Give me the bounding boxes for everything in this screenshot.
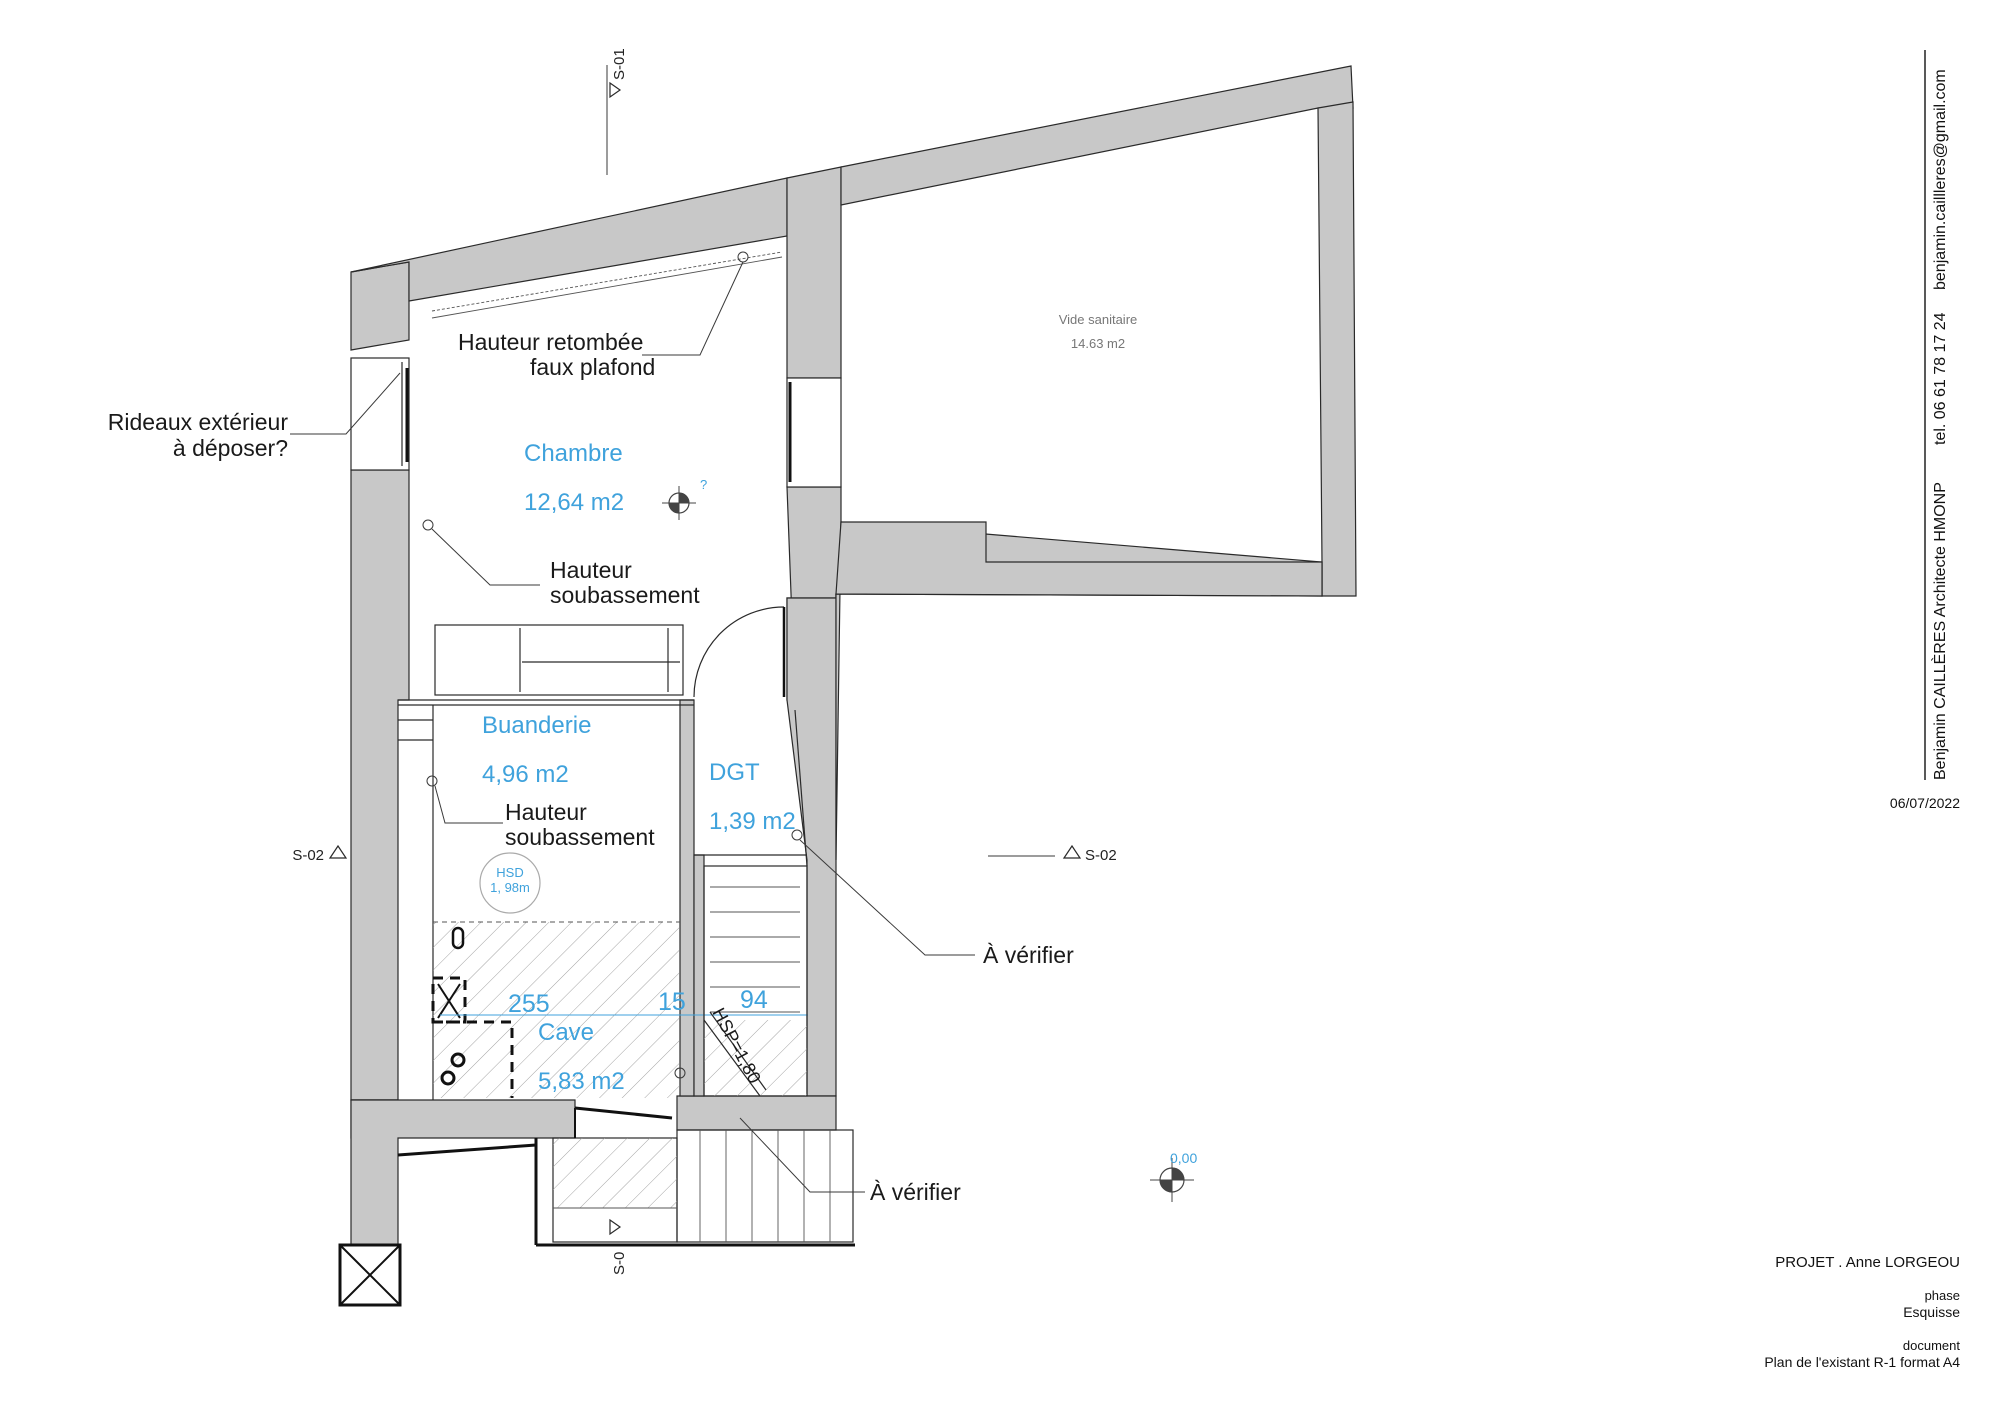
note-rideaux-2: à déposer? (173, 435, 288, 461)
chambre-details (398, 251, 783, 706)
architect-email: benjamin.caillleres@gmail.com (1932, 69, 1949, 290)
window-left (350, 357, 410, 471)
section-s02-right: S-02 (1085, 847, 1117, 864)
buanderie-details (398, 705, 808, 1100)
hsd-value: 1, 98m (490, 880, 530, 895)
boiler-outline (431, 976, 467, 1024)
room-cave-area: 5,83 m2 (538, 1068, 625, 1095)
wall-bottom-cave (350, 1099, 576, 1246)
section-s01-top-icon (609, 81, 622, 99)
wall-top-chambre (350, 177, 788, 302)
phase-label: phase (1925, 1288, 1960, 1303)
note-verifier-1: À vérifier (983, 942, 1074, 968)
note-soubassement-buanderie-1: Hauteur (505, 799, 587, 825)
room-buanderie-area: 4,96 m2 (482, 761, 569, 788)
wardrobe (434, 624, 684, 696)
document-label: document (1903, 1338, 1960, 1353)
dgt-stairs (694, 709, 808, 1097)
note-soubassement-chambre-1: Hauteur (550, 557, 632, 583)
section-s02-right-icon (1062, 844, 1082, 859)
wall-middle-upper (786, 166, 842, 379)
architect-tel: tel. 06 61 78 17 24 (1932, 312, 1949, 445)
walls (350, 65, 1357, 1246)
wall-top-vide (840, 65, 1354, 206)
note-retombee-2: faux plafond (530, 354, 655, 380)
hsd-badge: HSD 1, 98m (479, 852, 541, 914)
note-verifier-2: À vérifier (870, 1179, 961, 1205)
wall-bottom-right (676, 1095, 837, 1131)
note-soubassement-buanderie-2: soubassement (505, 824, 655, 850)
room-vide-name: Vide sanitaire (1059, 312, 1138, 327)
title-block: PROJET . Anne LORGEOU phase Esquisse doc… (1764, 1254, 1960, 1370)
section-s01-top: S-01 (611, 48, 628, 80)
opening-middle (786, 377, 842, 488)
room-dgt-area: 1,39 m2 (709, 808, 796, 835)
wall-partition-stairs (693, 854, 705, 1097)
door-chambre (693, 606, 786, 698)
section-s01-bottom-icon (609, 1218, 622, 1236)
section-s01-bottom: S-0 (611, 1252, 628, 1275)
room-buanderie-name: Buanderie (482, 712, 591, 739)
phase-value: Esquisse (1903, 1304, 1960, 1320)
wall-left (350, 261, 410, 351)
wall-right (1317, 101, 1357, 597)
room-dgt-name: DGT (709, 759, 760, 786)
level-chambre-label: ? (700, 477, 707, 492)
wall-left-lower (350, 469, 410, 1101)
room-vide-area: 14.63 m2 (1071, 336, 1125, 351)
leaders (290, 251, 975, 1193)
room-cave-name: Cave (538, 1019, 594, 1046)
wall-vide-step (835, 521, 1323, 597)
lower-stairs (397, 1106, 855, 1247)
wall-partition-dgt (679, 699, 695, 1097)
architect-sidebar: Benjamin CAILLÈRES Architecte HMONP tel.… (1890, 50, 1960, 811)
note-rideaux-1: Rideaux extérieur (108, 409, 289, 435)
document-value: Plan de l'existant R-1 format A4 (1764, 1354, 1960, 1370)
drawing-date: 06/07/2022 (1890, 795, 1960, 811)
cave-hatch (433, 922, 679, 1098)
section-s02-left: S-02 (292, 847, 324, 864)
architect-name: Benjamin CAILLÈRES Architecte HMONP (1930, 482, 1949, 780)
dimension-15: 15 (658, 988, 686, 1016)
level-marker-chambre (662, 486, 696, 520)
note-retombee-1: Hauteur retombée (458, 329, 643, 355)
dimension-255: 255 (508, 990, 550, 1018)
note-soubassement-chambre-2: soubassement (550, 582, 700, 608)
level-marker-ground (1150, 1158, 1194, 1202)
project-name: PROJET . Anne LORGEOU (1775, 1254, 1960, 1271)
room-chambre-area: 12,64 m2 (524, 489, 624, 516)
dimension-94: 94 (740, 986, 768, 1014)
level-ground-label: 0,00 (1170, 1150, 1197, 1166)
section-markers (328, 65, 1082, 1236)
room-chambre-name: Chambre (524, 440, 623, 467)
hsd-label: HSD (496, 865, 523, 880)
shaft-box (338, 1243, 402, 1307)
section-s02-left-icon (328, 844, 348, 859)
